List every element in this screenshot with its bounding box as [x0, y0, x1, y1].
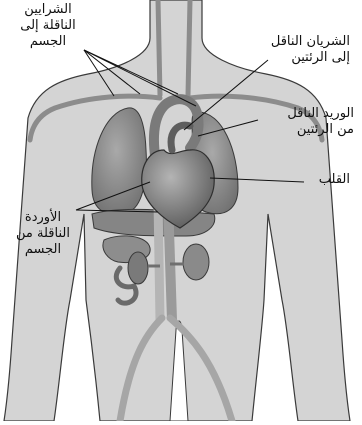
label-pulmonary-artery-line-2: إلى الرئتين	[240, 50, 350, 66]
label-pulmonary-vein-line-1: الوريد الناقل	[248, 106, 354, 122]
left-kidney	[128, 252, 148, 284]
label-veins-from-body: الأوردة الناقلة من الجسم	[6, 210, 80, 258]
label-pulmonary-artery-line-1: الشريان الناقل	[240, 34, 350, 50]
label-pulmonary-vein-line-2: من الرئتين	[248, 122, 354, 138]
label-arteries-to-body: الشرايين الناقلة إلى الجسم	[6, 2, 90, 50]
label-heart-line-1: القلب	[300, 172, 350, 188]
vena-cava	[158, 200, 160, 320]
label-heart: القلب	[300, 172, 350, 188]
right-kidney	[183, 244, 209, 280]
label-arteries-line-3: الجسم	[6, 34, 90, 50]
label-veins-line-1: الأوردة	[6, 210, 80, 226]
label-arteries-line-1: الشرايين	[6, 2, 90, 18]
label-pulmonary-artery: الشريان الناقل إلى الرئتين	[240, 34, 350, 66]
label-pulmonary-vein: الوريد الناقل من الرئتين	[248, 106, 354, 138]
label-veins-line-3: الجسم	[6, 242, 80, 258]
label-arteries-line-2: الناقلة إلى	[6, 18, 90, 34]
label-veins-line-2: الناقلة من	[6, 226, 80, 242]
